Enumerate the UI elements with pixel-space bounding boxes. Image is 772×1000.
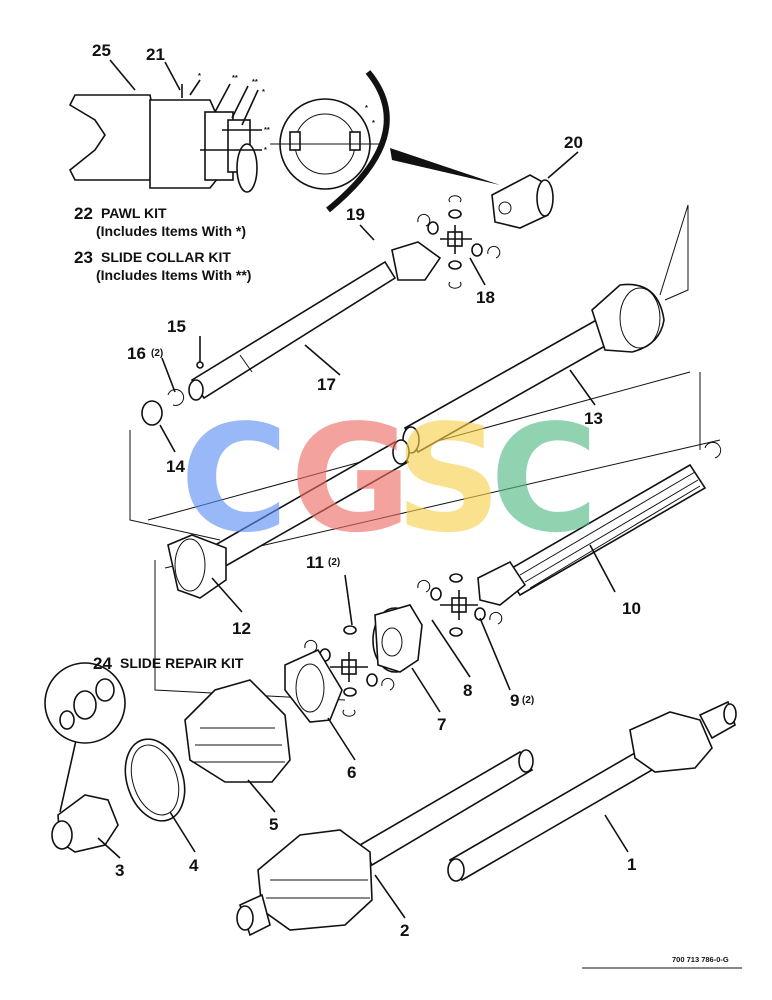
svg-text:**: ** xyxy=(232,73,238,82)
part-13-outer-tube xyxy=(402,283,665,454)
callout-11-quantity: (2) xyxy=(328,557,340,568)
yoke-pawl-detail: * ** ** * ** * * * xyxy=(68,70,500,213)
callout-3: 3 xyxy=(115,861,124,880)
part-1-half-shaft xyxy=(447,700,737,882)
svg-text:**: ** xyxy=(252,77,258,86)
svg-text:*: * xyxy=(365,103,368,112)
part-7-flange-yoke xyxy=(372,604,423,673)
callout-8: 8 xyxy=(463,681,472,700)
leader-lines xyxy=(97,59,629,919)
svg-text:*: * xyxy=(264,145,267,154)
callout-19: 19 xyxy=(346,205,365,224)
slide-repair-kit-title: SLIDE REPAIR KIT xyxy=(120,655,244,671)
part-18-cross-kit xyxy=(417,195,501,289)
callout-12: 12 xyxy=(232,619,251,638)
callout-5: 5 xyxy=(269,815,278,834)
svg-text:*: * xyxy=(198,71,201,80)
callout-17: 17 xyxy=(317,375,336,394)
part-3-yoke xyxy=(51,699,119,853)
part-17-inner-shaft xyxy=(188,241,442,401)
callout-7: 7 xyxy=(437,715,446,734)
pawl-kit-title: PAWL KIT xyxy=(101,205,167,221)
pawl-kit-note: (Includes Items With *) xyxy=(96,223,246,239)
callout-1: 1 xyxy=(627,855,636,874)
callout-25: 25 xyxy=(92,41,111,60)
callout-21: 21 xyxy=(146,45,165,64)
callout-16: 16 xyxy=(127,344,146,363)
callout-15: 15 xyxy=(167,317,186,336)
part-10-splined-shaft xyxy=(477,441,722,606)
callout-labels: 25 21 20 19 18 15 16 (2) 17 13 14 11 (2)… xyxy=(92,41,641,940)
svg-text:**: ** xyxy=(264,125,270,134)
callout-16-quantity: (2) xyxy=(151,348,163,359)
figure-reference-number: 700 713 786-0-G xyxy=(672,955,729,964)
callout-11: 11 xyxy=(306,553,324,572)
watermark-letter-g: G xyxy=(290,393,411,565)
callout-4: 4 xyxy=(189,856,199,875)
callout-2: 2 xyxy=(400,921,409,940)
part-12-tube-bell xyxy=(167,439,410,599)
kit-descriptions: 22 PAWL KIT (Includes Items With *) 23 S… xyxy=(74,204,251,673)
cgsc-watermark: C G S C xyxy=(180,393,599,565)
svg-text:*: * xyxy=(372,118,375,127)
callout-10: 10 xyxy=(622,599,641,618)
slide-repair-kit-detail xyxy=(44,662,126,744)
part-9-cross-kit xyxy=(417,573,503,637)
callout-6: 6 xyxy=(347,763,356,782)
callout-13: 13 xyxy=(584,409,603,428)
part-4-shield-ring xyxy=(124,738,186,822)
callout-9: 9 xyxy=(510,691,519,710)
svg-text:*: * xyxy=(262,87,265,96)
part-5-shield-cone xyxy=(184,679,291,783)
slide-collar-kit-number: 23 xyxy=(74,248,93,267)
part-6-bearing-cover xyxy=(284,648,343,723)
part-20-yoke xyxy=(491,174,554,229)
watermark-letter-c2: C xyxy=(490,393,599,565)
watermark-letter-c1: C xyxy=(180,393,289,565)
callout-18: 18 xyxy=(476,288,495,307)
pawl-kit-number: 22 xyxy=(74,204,93,223)
watermark-letter-s: S xyxy=(395,393,502,565)
slide-repair-kit-number: 24 xyxy=(93,654,112,673)
callout-20: 20 xyxy=(564,133,583,152)
part-2-half-shaft xyxy=(236,749,534,937)
slide-collar-kit-note: (Includes Items With **) xyxy=(96,267,251,283)
callout-9-quantity: (2) xyxy=(522,695,534,706)
callout-14: 14 xyxy=(166,457,185,476)
slide-collar-kit-title: SLIDE COLLAR KIT xyxy=(101,249,231,265)
parts-14-15-16 xyxy=(141,361,204,426)
